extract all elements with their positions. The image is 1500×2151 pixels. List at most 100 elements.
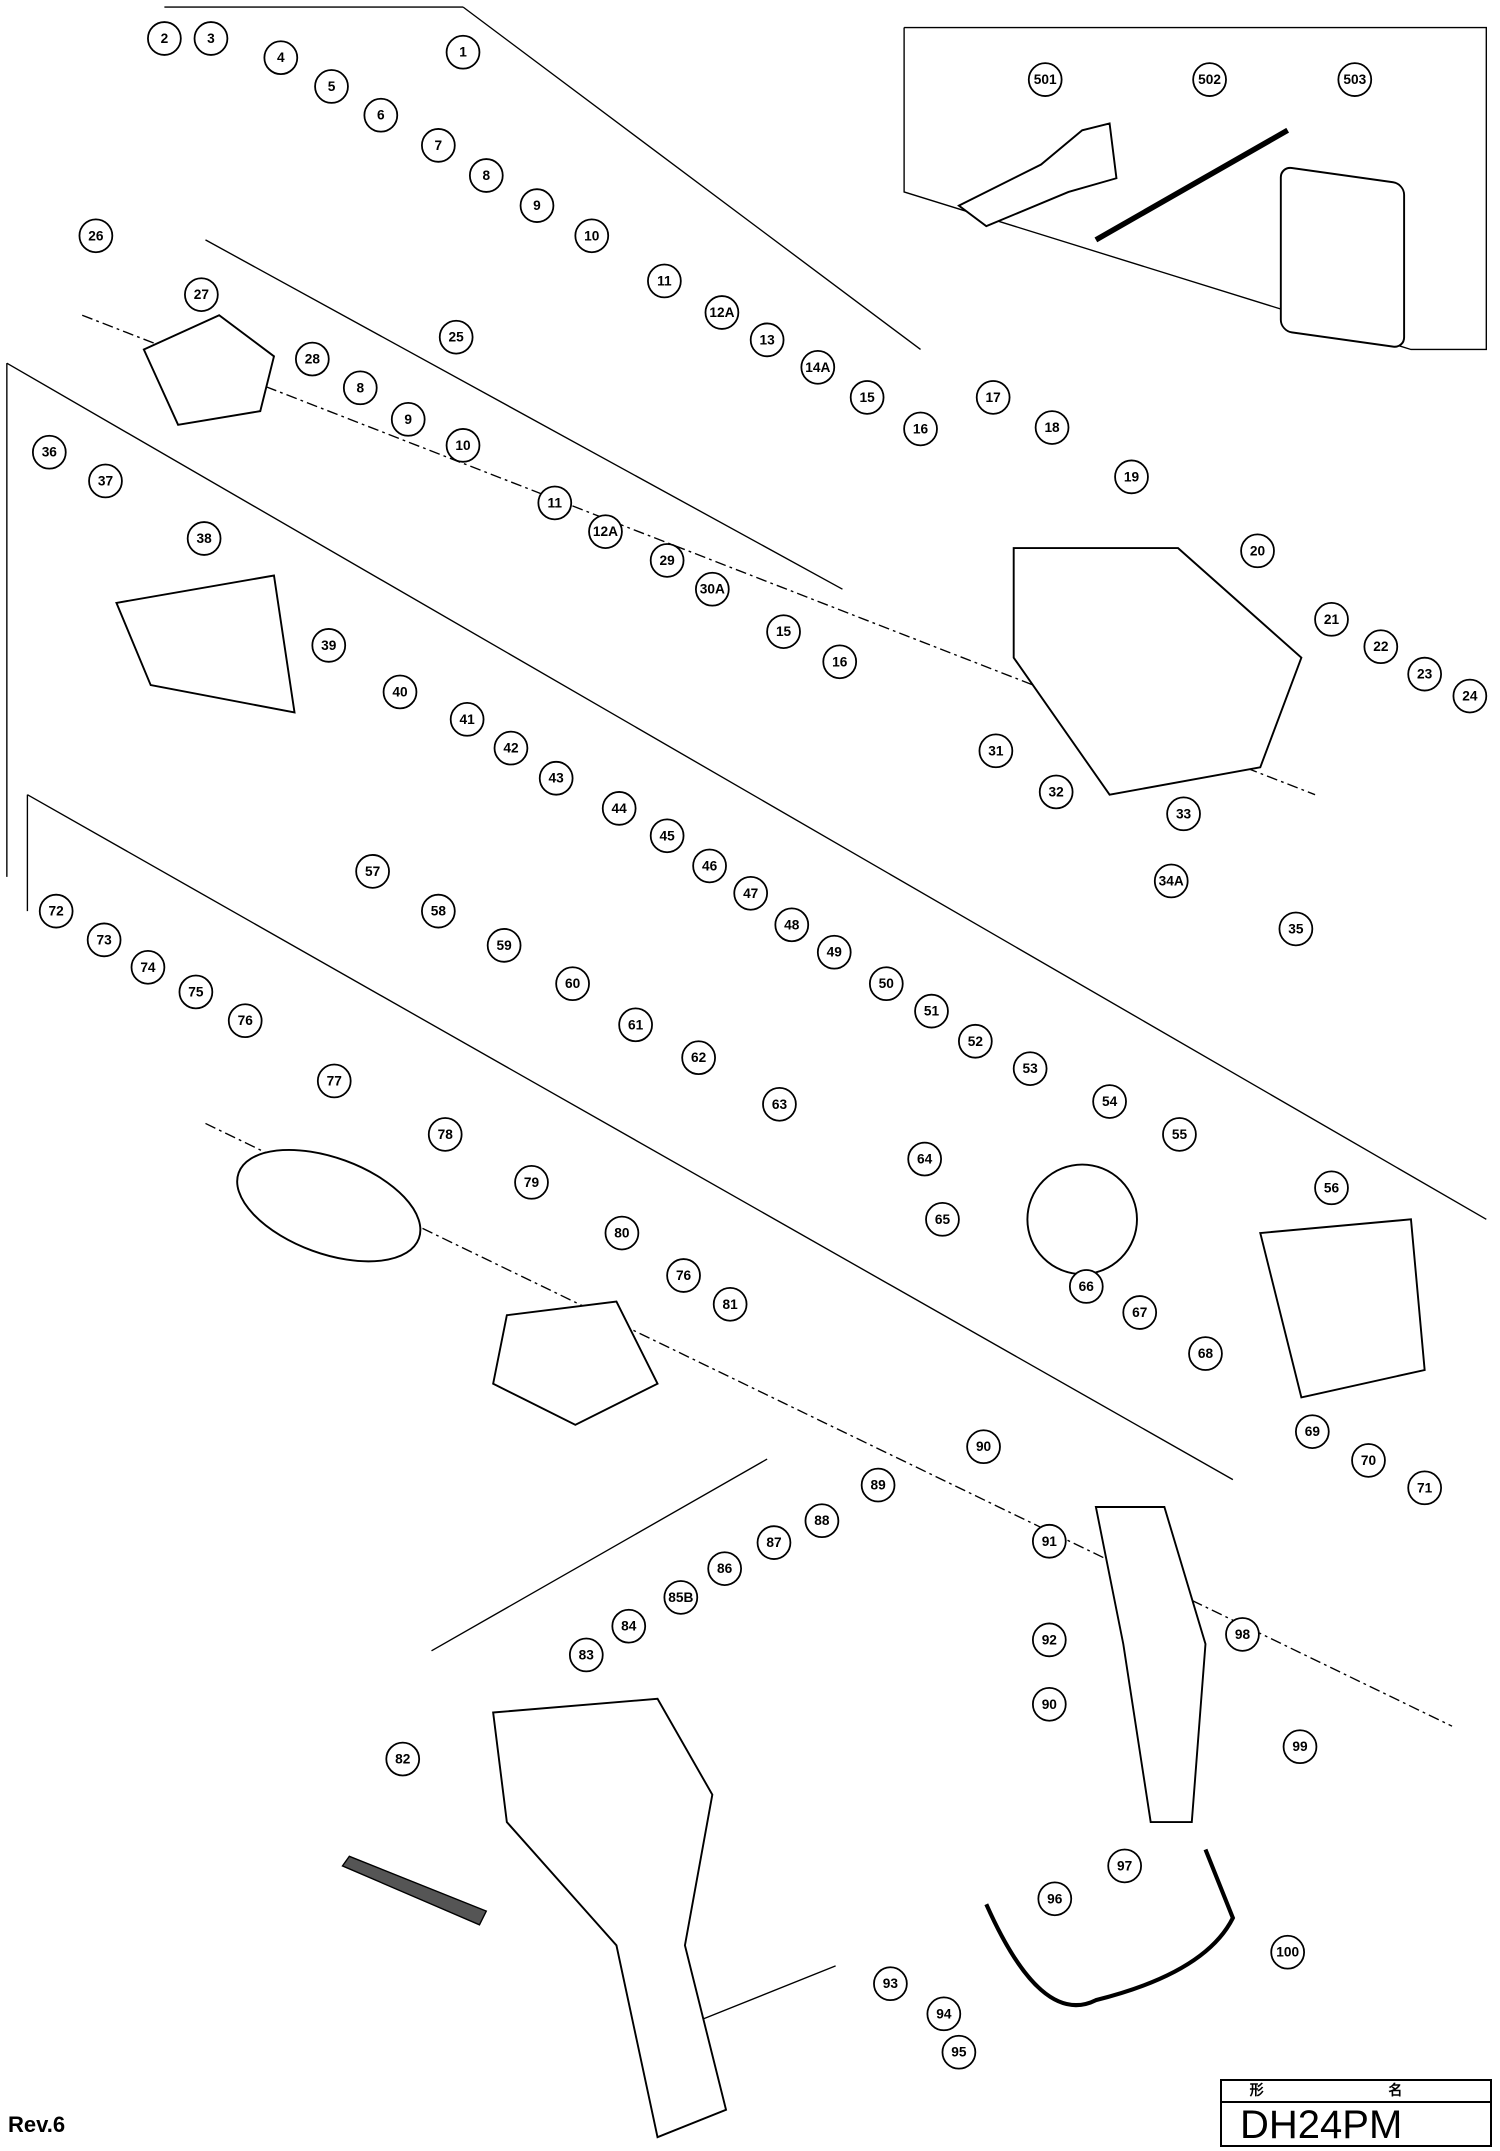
callout-number: 16: [832, 654, 848, 669]
part-callout: 34A: [1153, 863, 1189, 899]
part-callout: 92: [1031, 1622, 1067, 1658]
title-block: 形 名 DH24PM: [1220, 2079, 1492, 2147]
part-callout: 76: [666, 1258, 701, 1293]
callout-number: 10: [584, 228, 600, 243]
callout-number: 6: [377, 108, 385, 123]
part-callout: 18: [1034, 410, 1070, 445]
callout-number: 56: [1324, 1180, 1340, 1195]
callout-number: 47: [743, 886, 759, 901]
part-callout: 73: [86, 922, 122, 958]
callout-circle: [31, 434, 67, 470]
callout-circle: [704, 295, 740, 330]
callout-number: 81: [723, 1297, 739, 1312]
callout-circle: [342, 370, 378, 406]
part-callout: 39: [311, 628, 347, 663]
callout-circle: [1282, 1729, 1318, 1765]
part-callout: 15: [849, 380, 885, 415]
callout-number: 501: [1034, 72, 1057, 87]
part-callout: 36: [31, 434, 67, 470]
part-callout: 85B: [663, 1580, 699, 1615]
part-callout: 502: [1192, 62, 1227, 97]
part-callout: 44: [601, 791, 637, 826]
callout-circle: [804, 1503, 840, 1539]
callout-circle: [227, 1003, 263, 1039]
callout-number: 58: [431, 904, 447, 919]
callout-circle: [860, 1467, 896, 1503]
part-callout: 26: [78, 218, 114, 254]
callout-number: 31: [988, 743, 1004, 758]
callout-circle: [966, 1429, 1001, 1465]
callout-circle: [926, 1996, 962, 2032]
callout-circle: [427, 1117, 463, 1152]
part-callout: 59: [486, 928, 522, 963]
callout-number: 100: [1276, 1945, 1299, 1960]
callout-number: 72: [49, 904, 65, 919]
gear-cover: [1259, 1218, 1426, 1399]
part-callout: 81: [712, 1286, 748, 1322]
part-callout: 90: [1031, 1686, 1067, 1722]
callout-circle: [574, 218, 610, 254]
part-callout: 79: [514, 1165, 549, 1200]
part-callout: 90: [966, 1429, 1001, 1465]
callout-number: 76: [238, 1013, 254, 1028]
part-callout: 95: [941, 2034, 977, 2070]
callout-number: 33: [1176, 806, 1192, 821]
callout-number: 22: [1373, 639, 1389, 654]
callout-circle: [1037, 1881, 1073, 1917]
part-callout: 32: [1038, 774, 1074, 810]
callout-number: 64: [917, 1152, 933, 1167]
part-callout: 1: [445, 34, 481, 70]
callout-circle: [849, 380, 885, 415]
callout-circle: [555, 966, 590, 1002]
part-callout: 77: [316, 1063, 352, 1099]
part-callout: 75: [178, 974, 214, 1010]
callout-number: 12A: [709, 305, 734, 320]
callout-circle: [649, 543, 685, 578]
part-callout: 43: [538, 760, 574, 796]
chuck: [142, 314, 276, 426]
part-callout: 17: [975, 380, 1011, 415]
callout-number: 1: [459, 45, 467, 60]
callout-number: 36: [42, 445, 58, 460]
callout-number: 15: [776, 624, 792, 639]
callout-number: 87: [766, 1535, 782, 1550]
part-callout: 94: [926, 1996, 962, 2032]
part-callout: 53: [1012, 1051, 1048, 1086]
callout-circle: [1107, 1848, 1142, 1884]
part-callout: 27: [184, 277, 219, 313]
stator: [492, 1300, 659, 1426]
part-callout: 35: [1278, 911, 1314, 947]
part-callout: 37: [88, 463, 123, 499]
part-callout: 66: [1068, 1269, 1104, 1304]
part-callout: 98: [1225, 1617, 1260, 1652]
part-callout: 80: [604, 1215, 640, 1251]
part-callout: 42: [493, 730, 529, 766]
callout-circle: [649, 818, 685, 854]
callout-circle: [178, 974, 214, 1010]
callout-number: 45: [660, 828, 676, 843]
part-callout: 46: [692, 848, 727, 884]
callout-number: 37: [98, 473, 114, 488]
callout-circle: [762, 1086, 797, 1122]
callout-circle: [1031, 1523, 1067, 1559]
callout-number: 12A: [593, 524, 618, 539]
part-callout: 8: [342, 370, 378, 406]
side-handle: [957, 122, 1118, 228]
callout-circle: [1192, 62, 1227, 97]
part-callout: 96: [1037, 1881, 1073, 1917]
callout-number: 82: [395, 1752, 411, 1767]
callout-circle: [514, 1165, 549, 1200]
callout-circle: [568, 1637, 604, 1673]
part-callout: 49: [816, 934, 852, 970]
callout-number: 5: [328, 79, 336, 94]
callout-number: 2: [161, 31, 169, 46]
callout-number: 54: [1102, 1094, 1118, 1109]
callout-circle: [618, 1007, 653, 1043]
part-callout: 100: [1270, 1934, 1305, 1970]
title-block-label: 形 名: [1222, 2081, 1490, 2103]
part-callout: 19: [1114, 459, 1149, 495]
part-callout: 91: [1031, 1523, 1067, 1559]
part-callout: 62: [681, 1040, 716, 1076]
callout-number: 51: [924, 1004, 940, 1019]
callout-circle: [88, 463, 123, 499]
